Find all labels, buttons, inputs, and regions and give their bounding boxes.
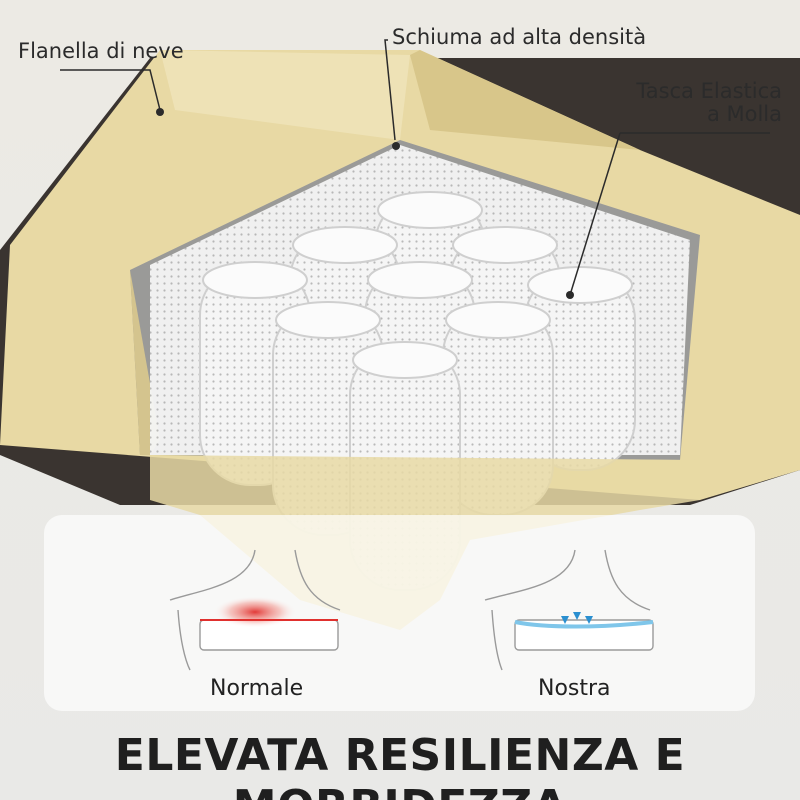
normal-pressure-diagram: [169, 549, 341, 671]
label-pocket-spring: Tasca Elastica a Molla: [636, 79, 782, 127]
caption-normal: Normale: [210, 676, 304, 701]
caption-ours: Nostra: [538, 676, 611, 701]
support-arrows: [561, 612, 593, 624]
headline: ELEVATA RESILIENZA E MORBIDEZZA: [114, 730, 686, 800]
label-pocket-line2: a Molla: [706, 102, 782, 127]
label-pocket-line1: Tasca Elastica: [636, 79, 782, 103]
leader-lines: [60, 39, 770, 296]
label-flannel: Flanella di neve: [18, 39, 184, 63]
ours-support-diagram: [484, 549, 654, 671]
pocket-springs: [199, 191, 636, 591]
pressure-point-red: [213, 596, 297, 628]
label-foam: Schiuma ad alta densità: [392, 25, 647, 49]
comparison-card: [44, 515, 755, 711]
